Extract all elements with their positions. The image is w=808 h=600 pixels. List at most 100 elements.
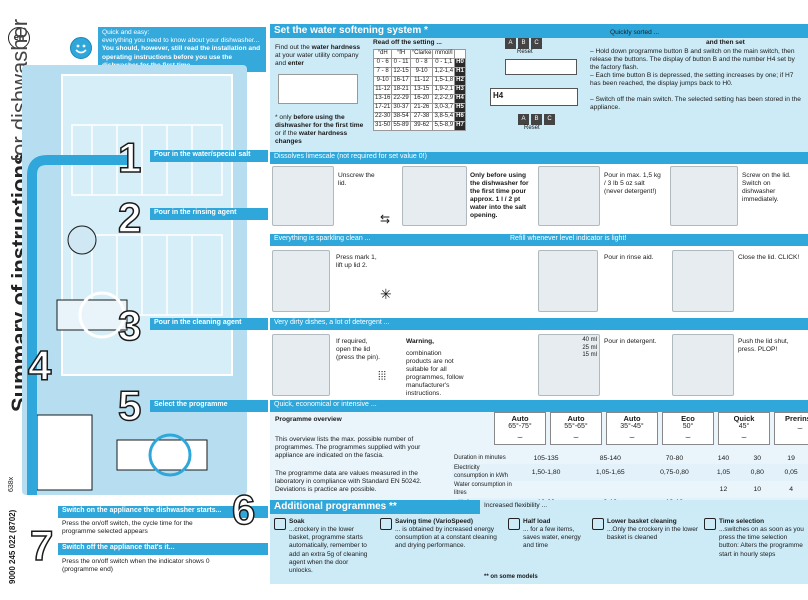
salt-text-2: Only before using the dishwasher for the…: [470, 172, 529, 219]
step-3-bar: Pour in the cleaning agent: [150, 318, 268, 330]
header-fh: °fH: [391, 49, 411, 59]
button-b-2[interactable]: B: [531, 114, 542, 125]
programme-dish-icon: ⌣: [685, 432, 691, 443]
programme-value: 1,50-1,80: [514, 464, 579, 482]
additional-item-title: Saving time (VarioSpeed): [395, 518, 474, 525]
additional-section: [270, 500, 808, 584]
button-b[interactable]: B: [518, 38, 529, 49]
programme-dish-icon: ⌣: [741, 432, 747, 443]
hardness-cell: 0 - 1,1: [432, 58, 456, 68]
hardness-cell: 11-12: [372, 85, 393, 95]
button-c[interactable]: C: [531, 38, 542, 49]
programme-band: Quick, economical or intensive ...: [270, 400, 808, 412]
salt-image-1: [272, 166, 334, 226]
programme-dish-icon: ⌣: [517, 432, 523, 443]
note-c: or if the: [275, 129, 299, 137]
rinse-image-3: [672, 250, 734, 312]
sorted-step-2: – Each time button B is depressed, the s…: [590, 72, 794, 87]
overview-text-2: The programme data are values measured i…: [275, 470, 422, 493]
additional-title: Additional programmes **: [270, 500, 480, 514]
hardness-cell: 21-26: [409, 103, 434, 113]
rinse-text-3: Close the lid. CLICK!: [738, 254, 800, 261]
step-1-number: 1: [117, 133, 142, 181]
header-mmol: mmol/l: [432, 49, 456, 59]
step-4-number: 4: [27, 341, 52, 389]
hardness-cell: 11-12: [409, 76, 434, 86]
programme-value: 0,05: [774, 464, 808, 482]
lower-basket-icon: [592, 518, 604, 530]
clean-image-3: [672, 334, 734, 396]
step-7-number: 7: [29, 521, 54, 569]
hardness-cell: 1,9-2,1: [432, 85, 456, 95]
button-c-2[interactable]: C: [544, 114, 555, 125]
warning-title: Warning,: [406, 338, 434, 345]
hardness-setting: H4: [454, 94, 466, 104]
programme-5[interactable]: Prerinse⌣: [774, 412, 808, 446]
programme-name: Auto: [511, 414, 529, 423]
button-a[interactable]: A: [505, 38, 516, 49]
hardness-cell: 0 - 8: [409, 58, 434, 68]
programme-row-label: Duration in minutes: [454, 455, 506, 462]
hardness-cell: 27-38: [409, 112, 434, 122]
rinse-text-1: Press mark 1, lift up lid 2.: [336, 254, 377, 269]
programme-value: 85-140: [599, 455, 621, 462]
additional-items: Soak...crockery in the lower basket, pro…: [274, 518, 808, 578]
programme-row-label: Water consumption in litres: [454, 482, 512, 496]
language-badge: en: [8, 27, 30, 49]
hardness-cell: 31-50: [372, 121, 393, 131]
quickly-sorted-title: Quickly sorted ...: [610, 29, 660, 36]
additional-item-body: Soak...crockery in the lower basket, pro…: [289, 518, 373, 575]
additional-item: Lower basket cleaning...Only the crocker…: [592, 518, 700, 542]
programme-value: 12: [719, 485, 728, 493]
clean-image-2: 40 ml 25 ml 15 ml: [538, 334, 600, 396]
button-a-2[interactable]: A: [518, 114, 529, 125]
ml-25: 25 ml: [582, 344, 597, 351]
exchange-arrow-icon: ⇆: [380, 212, 391, 226]
hardness-cell: 38-54: [391, 112, 411, 122]
step-2-number: 2: [117, 193, 142, 241]
programme-value: 10: [753, 485, 762, 493]
programme-value: 70-80: [665, 455, 684, 462]
intro-d: enter: [287, 59, 304, 67]
hardness-cell: 30-37: [391, 103, 411, 113]
additional-item-title: Time selection: [719, 518, 765, 525]
hardness-cell: 0 - 6: [372, 58, 393, 68]
header-clarke: °Clarke: [409, 49, 434, 59]
rinse-image-1: [272, 250, 330, 312]
additional-item-text: ...Only the crockery in the lower basket…: [607, 526, 699, 542]
programme-dish-icon: ⌣: [629, 432, 635, 443]
programme-name: Auto: [623, 414, 641, 423]
salt-text-4: Screw on the lid. Switch on dishwasher i…: [742, 172, 791, 203]
intro-a: Find out the: [275, 44, 312, 51]
hint-line-2: everything you need to know about your d…: [102, 37, 260, 45]
additional-item-body: Saving time (VarioSpeed)... is obtained …: [395, 518, 499, 551]
intro-b: water hardness: [311, 44, 361, 51]
ml-15: 15 ml: [582, 352, 597, 358]
step-5-number: 5: [117, 381, 142, 429]
rinse-band-text: Everything is sparkling clean ...: [274, 235, 371, 242]
programme-value: 140: [717, 455, 730, 462]
salt-image-4: [670, 166, 738, 226]
sorted-step-1: – Hold down programme button B and switc…: [590, 48, 795, 71]
sorted-step-3: – Switch off the main switch. The select…: [590, 96, 801, 111]
hardness-cell: 9-10: [372, 76, 393, 86]
doc-number: 9000 245 022 (8702): [8, 509, 17, 584]
hardness-cell: 9-10: [409, 67, 434, 77]
programme-name: Quick: [733, 414, 755, 423]
doc-code: 638x: [8, 476, 15, 492]
header-setting: [454, 49, 466, 59]
hardness-cell: 13-15: [409, 85, 434, 95]
step-1-bar: Pour in the water/special salt: [150, 150, 268, 162]
programme-value: [642, 481, 706, 498]
